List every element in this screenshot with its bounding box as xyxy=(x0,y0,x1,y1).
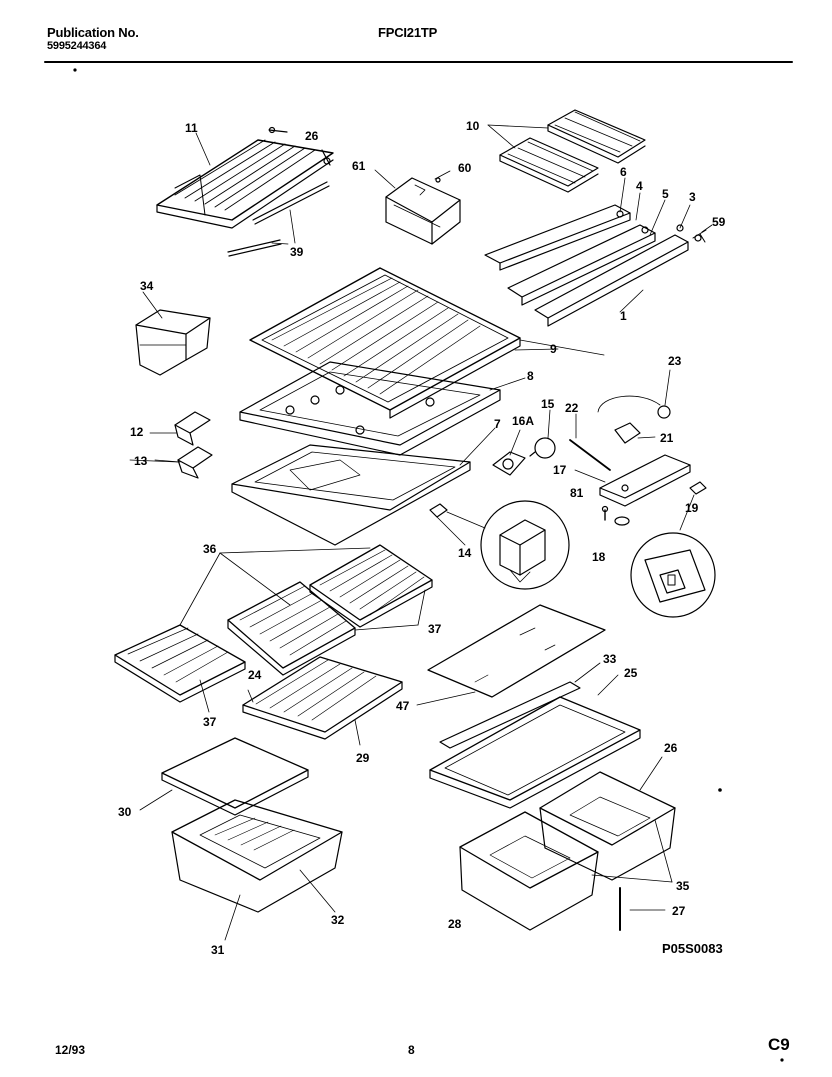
part-label-7: 7 xyxy=(494,417,501,431)
wire-shelf-36-left xyxy=(114,624,246,703)
relay-14 xyxy=(429,500,570,590)
switch-detail xyxy=(630,532,716,618)
shelf-rods-39 xyxy=(227,181,330,257)
part-label-31: 31 xyxy=(211,943,225,957)
part-label-11: 11 xyxy=(185,121,198,135)
part-label-59: 59 xyxy=(712,215,726,229)
screw-81 xyxy=(601,505,609,521)
part-label-8: 8 xyxy=(527,369,534,383)
crisper-drawer-26 xyxy=(539,756,676,881)
wire-shelf-36-middle xyxy=(227,581,356,676)
rail-assembly xyxy=(484,177,713,327)
crisper-drawer-left xyxy=(171,799,343,941)
footer-section: C9 xyxy=(768,1035,790,1054)
part-label-26a: 26 xyxy=(305,129,319,143)
part-label-27: 27 xyxy=(672,904,686,918)
part-label-12: 12 xyxy=(130,425,144,439)
leader-lines xyxy=(129,132,605,463)
part-label-34: 34 xyxy=(140,279,154,293)
shelf-bracket-26 xyxy=(268,126,331,166)
part-label-36: 36 xyxy=(203,542,217,556)
freezer-bin-61 xyxy=(385,170,461,245)
crisper-cover-30 xyxy=(139,737,309,816)
part-label-25: 25 xyxy=(624,666,638,680)
knob-18 xyxy=(614,516,630,526)
part-label-18: 18 xyxy=(592,550,606,564)
part-label-1: 1 xyxy=(620,309,627,323)
part-label-61: 61 xyxy=(352,159,366,173)
part-label-39: 39 xyxy=(290,245,304,259)
switch-19 xyxy=(679,481,707,531)
part-number-labels: 11 26 61 60 10 6 4 5 3 59 39 34 1 9 23 8… xyxy=(118,119,726,957)
callout-35 xyxy=(591,819,673,883)
part-label-26b: 26 xyxy=(664,741,678,755)
part-label-23: 23 xyxy=(668,354,682,368)
shelf-callout-lines xyxy=(179,547,426,746)
light-bulb-15 xyxy=(529,409,556,459)
wire-shelf-36-right xyxy=(309,544,433,628)
door-bin-34 xyxy=(135,291,211,376)
footer-date: 12/93 xyxy=(55,1043,86,1057)
part-label-16A: 16A xyxy=(512,414,534,428)
control-housing-17 xyxy=(574,454,691,507)
pin-27 xyxy=(619,887,666,931)
model-number: FPCI21TP xyxy=(378,25,438,40)
part-label-32: 32 xyxy=(331,913,345,927)
drawing-code: P05S0083 xyxy=(662,941,723,956)
crisper-support-25 xyxy=(429,662,641,809)
part-label-30: 30 xyxy=(118,805,132,819)
frame-7 xyxy=(231,427,496,546)
part-label-33: 33 xyxy=(603,652,617,666)
part-label-15: 15 xyxy=(541,397,555,411)
part-label-9: 9 xyxy=(550,342,557,356)
part-label-17: 17 xyxy=(553,463,567,477)
crisper-drawer-28 xyxy=(459,811,599,931)
part-label-6: 6 xyxy=(620,165,627,179)
part-label-47: 47 xyxy=(396,699,410,713)
footer-page: 8 xyxy=(408,1043,415,1057)
light-housing-12-13 xyxy=(149,411,213,479)
glass-shelf-47 xyxy=(416,604,606,706)
part-label-4: 4 xyxy=(636,179,643,193)
part-label-37a: 37 xyxy=(428,622,442,636)
part-label-10: 10 xyxy=(466,119,480,133)
part-label-22: 22 xyxy=(565,401,579,415)
part-label-81: 81 xyxy=(570,486,584,500)
part-label-24: 24 xyxy=(248,668,262,682)
freezer-wire-shelf xyxy=(156,139,334,229)
publication-number: 5995244364 xyxy=(47,40,107,52)
part-label-60: 60 xyxy=(458,161,472,175)
part-label-29: 29 xyxy=(356,751,370,765)
publication-label: Publication No. xyxy=(47,25,139,40)
part-label-14: 14 xyxy=(458,546,472,560)
part-label-3: 3 xyxy=(689,190,696,204)
wire-shelf-29 xyxy=(242,656,403,740)
part-label-28: 28 xyxy=(448,917,462,931)
part-label-5: 5 xyxy=(662,187,669,201)
ice-trays-10 xyxy=(487,109,646,193)
part-label-13: 13 xyxy=(134,454,148,468)
part-label-19: 19 xyxy=(685,501,699,515)
light-socket-16A xyxy=(492,429,526,476)
part-label-37b: 37 xyxy=(203,715,217,729)
part-label-21: 21 xyxy=(660,431,674,445)
part-label-35: 35 xyxy=(676,879,690,893)
thermostat-control xyxy=(569,369,671,471)
